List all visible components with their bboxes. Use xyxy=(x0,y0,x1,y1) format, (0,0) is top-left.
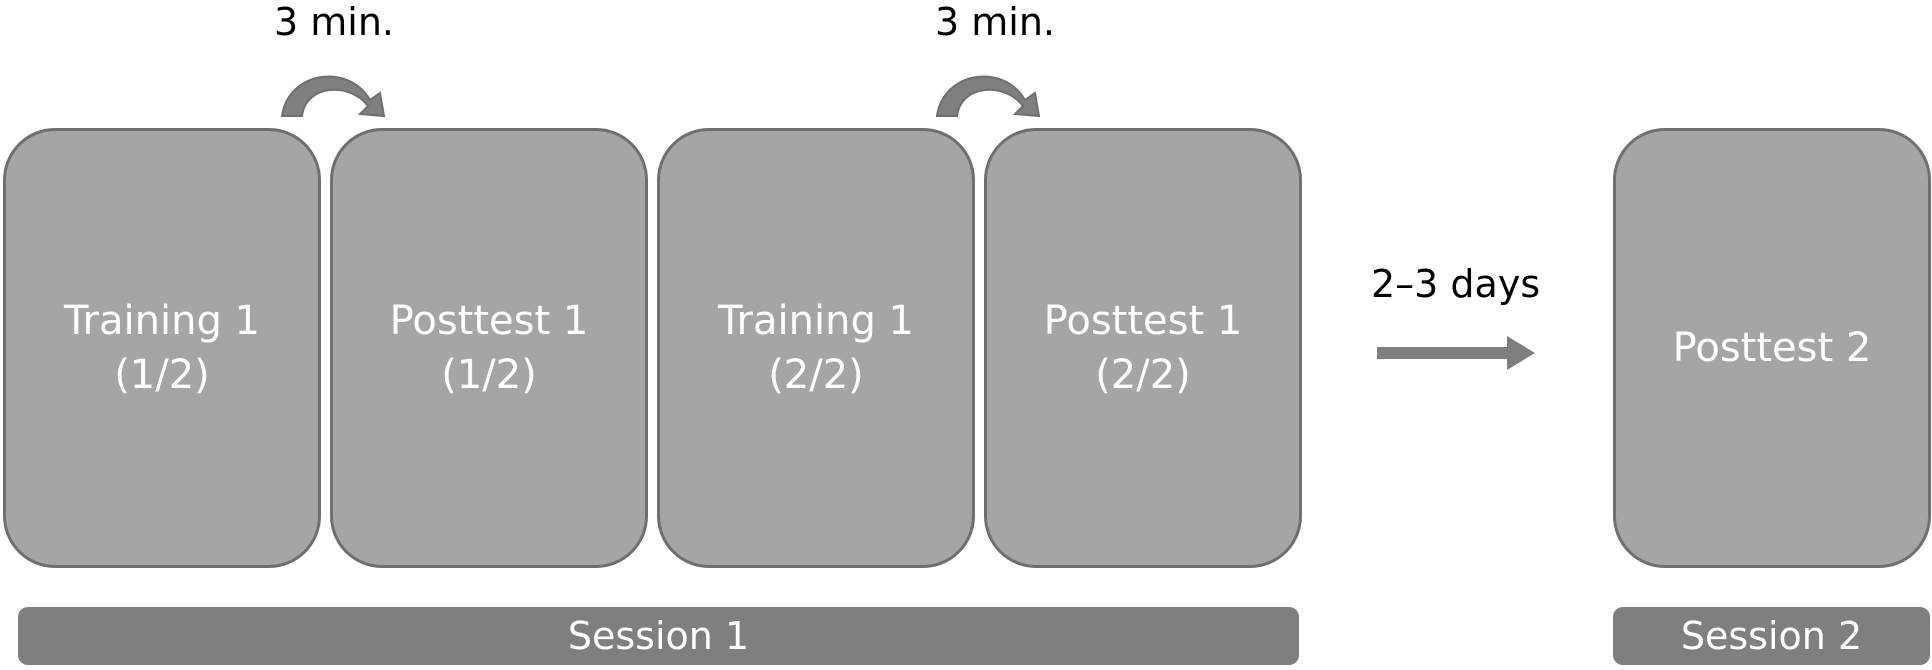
phase-box-training-2: Training 1 (2/2) xyxy=(657,128,975,568)
phase-box-posttest-2: Posttest 1 (2/2) xyxy=(984,128,1302,568)
pause-2-label: 3 min. xyxy=(935,0,1055,44)
session-2-bar: Session 2 xyxy=(1613,607,1930,665)
phase-title: Training 1 xyxy=(718,298,914,344)
curved-arrow-icon xyxy=(280,75,386,118)
gap-label: 2–3 days xyxy=(1371,262,1541,306)
session-1-label: Session 1 xyxy=(567,614,750,658)
session-1-bar: Session 1 xyxy=(18,607,1299,665)
phase-part: (1/2) xyxy=(114,352,210,398)
right-arrow-icon xyxy=(1377,336,1535,370)
phase-part: (2/2) xyxy=(1095,352,1191,398)
phase-title: Posttest 1 xyxy=(389,298,589,344)
phase-box-posttest-1: Posttest 1 (1/2) xyxy=(330,128,648,568)
pause-1-label: 3 min. xyxy=(274,0,394,44)
phase-box-posttest-2-session-2: Posttest 2 xyxy=(1613,128,1931,568)
phase-title: Training 1 xyxy=(64,298,260,344)
phase-title: Posttest 1 xyxy=(1043,298,1243,344)
phase-box-training-1: Training 1 (1/2) xyxy=(3,128,321,568)
phase-part: (1/2) xyxy=(441,352,537,398)
curved-arrow-icon xyxy=(935,75,1041,118)
session-2-label: Session 2 xyxy=(1680,614,1863,658)
phase-title: Posttest 2 xyxy=(1672,325,1872,371)
phase-part: (2/2) xyxy=(768,352,864,398)
